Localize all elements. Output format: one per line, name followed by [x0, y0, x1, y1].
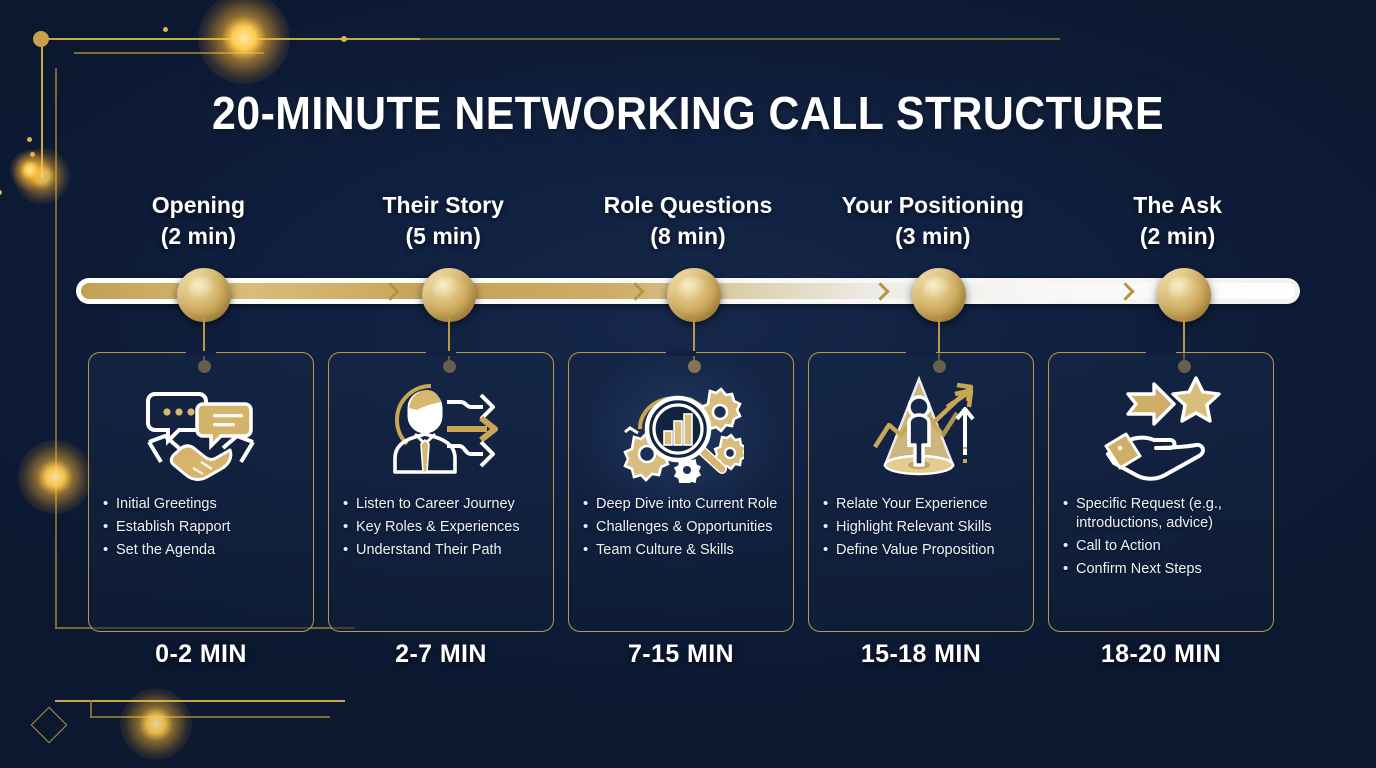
timeline — [76, 268, 1300, 373]
stage-header-4: The Ask (2 min) — [1055, 190, 1300, 251]
time-range-3: 15-18 MIN — [860, 640, 982, 668]
circuit-dot — [163, 27, 168, 32]
timeline-node-0[interactable] — [177, 268, 231, 322]
bullet-item: Understand Their Path — [343, 540, 543, 560]
bullet-item: Initial Greetings — [103, 494, 303, 514]
glow-orb — [10, 150, 50, 190]
circuit-line — [90, 716, 330, 718]
timeline-stem — [692, 318, 696, 364]
stage-card-role-questions[interactable]: Deep Dive into Current Role Challenges &… — [568, 351, 794, 632]
timeline-node-2[interactable] — [667, 268, 721, 322]
timeline-stem — [1182, 318, 1186, 364]
stage-header-1: Their Story (5 min) — [321, 190, 566, 251]
stage-duration: (3 min) — [895, 222, 971, 249]
card-bullet-list: Relate Your Experience Highlight Relevan… — [823, 494, 1023, 564]
circuit-line — [90, 700, 92, 718]
stage-card-opening[interactable]: Initial Greetings Establish Rapport Set … — [88, 351, 314, 632]
handshake-speech-bubbles-icon — [89, 361, 313, 493]
timeline-node-4[interactable] — [1157, 268, 1211, 322]
stage-name: Your Positioning — [841, 192, 1024, 218]
bullet-item: Establish Rapport — [103, 517, 303, 537]
bullet-item: Team Culture & Skills — [583, 540, 783, 560]
card-bullet-list: Deep Dive into Current Role Challenges &… — [583, 494, 783, 564]
card-notch — [1146, 351, 1176, 356]
time-range-4: 18-20 MIN — [1100, 640, 1222, 668]
stage-duration: (2 min) — [160, 222, 237, 249]
stage-duration: (8 min) — [650, 222, 726, 249]
bullet-item: Set the Agenda — [103, 540, 303, 560]
timeline-node-1[interactable] — [422, 268, 476, 322]
hand-arrow-star-icon — [1049, 361, 1273, 493]
glow-orb — [14, 148, 70, 204]
glow-orb — [198, 0, 290, 84]
diamond-node — [30, 706, 68, 744]
bullet-item: Confirm Next Steps — [1063, 559, 1263, 579]
time-ranges: 0-2 MIN 2-7 MIN 7-15 MIN 15-18 MIN 18-20… — [88, 640, 1288, 669]
person-spotlight-growth-icon — [809, 361, 1033, 493]
stage-name: Their Story — [382, 192, 504, 218]
timeline-node-3[interactable] — [912, 268, 966, 322]
card-notch — [426, 351, 456, 356]
glow-orb — [120, 688, 192, 760]
stage-card-their-story[interactable]: Listen to Career Journey Key Roles & Exp… — [328, 351, 554, 632]
bullet-item: Call to Action — [1063, 536, 1263, 556]
timeline-stem — [937, 318, 941, 364]
bullet-item: Define Value Proposition — [823, 540, 1023, 560]
card-notch — [906, 351, 936, 356]
stage-duration: (5 min) — [405, 222, 481, 249]
stage-name: The Ask — [1133, 192, 1222, 218]
circuit-line — [40, 38, 420, 40]
card-notch — [186, 351, 216, 356]
bullet-item: Key Roles & Experiences — [343, 517, 543, 537]
circuit-line — [40, 38, 1060, 40]
circuit-line — [74, 52, 264, 54]
card-bullet-list: Listen to Career Journey Key Roles & Exp… — [343, 494, 543, 564]
circuit-line — [55, 700, 345, 702]
time-range-2: 7-15 MIN — [627, 640, 734, 668]
time-range-1: 2-7 MIN — [395, 640, 487, 668]
bullet-item: Deep Dive into Current Role — [583, 494, 783, 514]
circuit-dot — [341, 36, 347, 42]
bullet-item: Relate Your Experience — [823, 494, 1023, 514]
circuit-line — [41, 38, 43, 178]
stage-card-your-positioning[interactable]: Relate Your Experience Highlight Relevan… — [808, 351, 1034, 632]
glow-orb — [18, 440, 92, 514]
bullet-item: Challenges & Opportunities — [583, 517, 783, 537]
stage-name: Role Questions — [603, 192, 773, 218]
stage-name: Opening — [151, 192, 246, 218]
stage-duration: (2 min) — [1139, 222, 1216, 249]
circuit-dot — [27, 137, 32, 142]
stage-header-0: Opening (2 min) — [76, 190, 321, 251]
magnifier-chart-gears-icon — [569, 361, 793, 493]
timeline-stem — [447, 318, 451, 364]
card-bullet-list: Initial Greetings Establish Rapport Set … — [103, 494, 303, 564]
bullet-item: Highlight Relevant Skills — [823, 517, 1023, 537]
stage-card-the-ask[interactable]: Specific Request (e.g., introductions, a… — [1048, 351, 1274, 632]
time-range-0: 0-2 MIN — [155, 640, 247, 668]
bullet-item: Listen to Career Journey — [343, 494, 543, 514]
stage-header-2: Role Questions (8 min) — [566, 190, 811, 251]
circuit-line — [55, 68, 57, 628]
stage-headers: Opening (2 min) Their Story (5 min) Role Q… — [76, 190, 1300, 251]
circuit-dot — [30, 152, 35, 157]
page-title: 20-MINUTE NETWORKING CALL STRUCTURE — [212, 87, 1164, 139]
stage-header-3: Your Positioning (3 min) — [810, 190, 1055, 251]
circuit-node — [33, 31, 49, 47]
timeline-stem — [202, 318, 206, 364]
bullet-item: Specific Request (e.g., introductions, a… — [1063, 494, 1263, 533]
person-career-arrows-icon — [329, 361, 553, 493]
stage-cards: Initial Greetings Establish Rapport Set … — [88, 351, 1288, 632]
card-notch — [666, 351, 696, 356]
card-bullet-list: Specific Request (e.g., introductions, a… — [1063, 494, 1263, 584]
circuit-dot — [0, 190, 2, 195]
